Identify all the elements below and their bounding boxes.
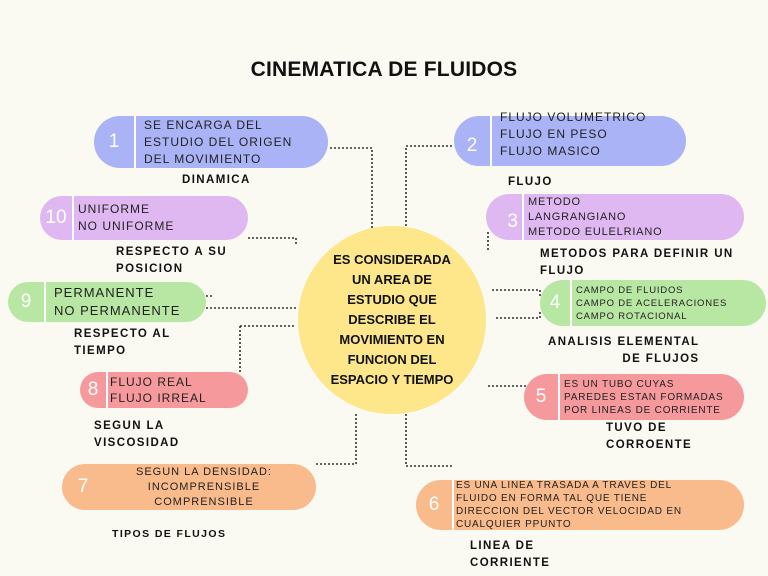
diagram-title: CINEMATICA DE FLUIDOS (250, 58, 518, 81)
node-1-pill: 1 SE ENCARGA DEL ESTUDIO DEL ORIGEN DEL … (94, 116, 328, 168)
connector-4 (492, 289, 541, 296)
connector-10 (248, 237, 297, 246)
connector-4b (496, 312, 541, 319)
node-3-text: METODO LANGRANGIANO METODO EULELRIANO (528, 195, 663, 238)
node-2-label: FLUJO (508, 176, 553, 188)
node-2-text: FLUJO VOLUMETRICO FLUJO EN PESO FLUJO MA… (500, 109, 647, 158)
node-3-label: METODOS PARA DEFINIR UN FLUJO (540, 248, 734, 277)
node-5-number: 5 (524, 374, 560, 420)
node-7-number: 7 (77, 476, 89, 497)
node-8-pill: 8 FLUJO REAL FLUJO IRREAL (80, 372, 248, 408)
node-8-number: 8 (80, 372, 108, 408)
node-7-text: SEGUN LA DENSIDAD: INCOMPRENSIBLE COMPRE… (136, 465, 272, 508)
central-concept-circle: ES CONSIDERADA UN AREA DE ESTUDIO QUE DE… (298, 226, 486, 414)
node-4-pill: 4 CAMPO DE FLUIDOS CAMPO DE ACELERACIONE… (540, 280, 766, 326)
node-7-label: TIPOS DE FLUJOS (112, 528, 227, 540)
node-8-text: FLUJO REAL FLUJO IRREAL (110, 375, 207, 405)
node-4-text: CAMPO DE FLUIDOS CAMPO DE ACELERACIONES … (576, 284, 728, 322)
node-5-label: TUVO DE CORROENTE (606, 422, 693, 451)
node-1-label: DINAMICA (182, 174, 251, 186)
node-9-label: RESPECTO AL TIEMPO (74, 328, 171, 357)
connector-2 (405, 145, 452, 232)
node-3-pill: 3 METODO LANGRANGIANO METODO EULELRIANO (486, 194, 744, 240)
connector-1 (330, 147, 373, 232)
connector-7 (316, 414, 357, 465)
connector-6 (405, 414, 454, 467)
node-10-number: 10 (40, 196, 74, 240)
central-concept-text: ES CONSIDERADA UN AREA DE ESTUDIO QUE DE… (330, 252, 454, 387)
node-7-pill: 7 SEGUN LA DENSIDAD: INCOMPRENSIBLE COMP… (62, 464, 316, 510)
node-6-text: ES UNA LINEA TRASADA A TRAVES DEL FLUIDO… (456, 480, 682, 530)
node-2-pill: 2 FLUJO VOLUMETRICO FLUJO EN PESO FLUJO … (454, 110, 686, 166)
node-8-label: SEGUN LA VISCOSIDAD (94, 420, 180, 449)
node-10-text: UNIFORME NO UNIFORME (78, 202, 175, 233)
node-2-number: 2 (454, 116, 492, 166)
node-6-pill: 6 ES UNA LINEA TRASADA A TRAVES DEL FLUI… (416, 480, 744, 530)
node-10-label: RESPECTO A SU POSICION (116, 246, 228, 275)
node-9-pill: 9 PERMANENTE NO PERMANENTE (8, 282, 206, 322)
node-1-text: SE ENCARGA DEL ESTUDIO DEL ORIGEN DEL MO… (144, 117, 293, 166)
node-3-number: 3 (486, 194, 524, 240)
node-6-label: LINEA DE CORRIENTE (470, 540, 551, 569)
node-9-number: 9 (8, 282, 46, 322)
node-4-number: 4 (540, 280, 572, 326)
node-5-text: ES UN TUBO CUYAS PAREDES ESTAN FORMADAS … (564, 378, 724, 416)
node-4-label: ANALISIS ELEMENTAL DE FLUJOS (548, 336, 700, 365)
node-5-pill: 5 ES UN TUBO CUYAS PAREDES ESTAN FORMADA… (524, 374, 744, 420)
node-10-pill: 10 UNIFORME NO UNIFORME (40, 196, 248, 240)
node-6-number: 6 (416, 480, 454, 530)
node-1-number: 1 (94, 116, 136, 168)
node-9-text: PERMANENTE NO PERMANENTE (54, 285, 181, 318)
